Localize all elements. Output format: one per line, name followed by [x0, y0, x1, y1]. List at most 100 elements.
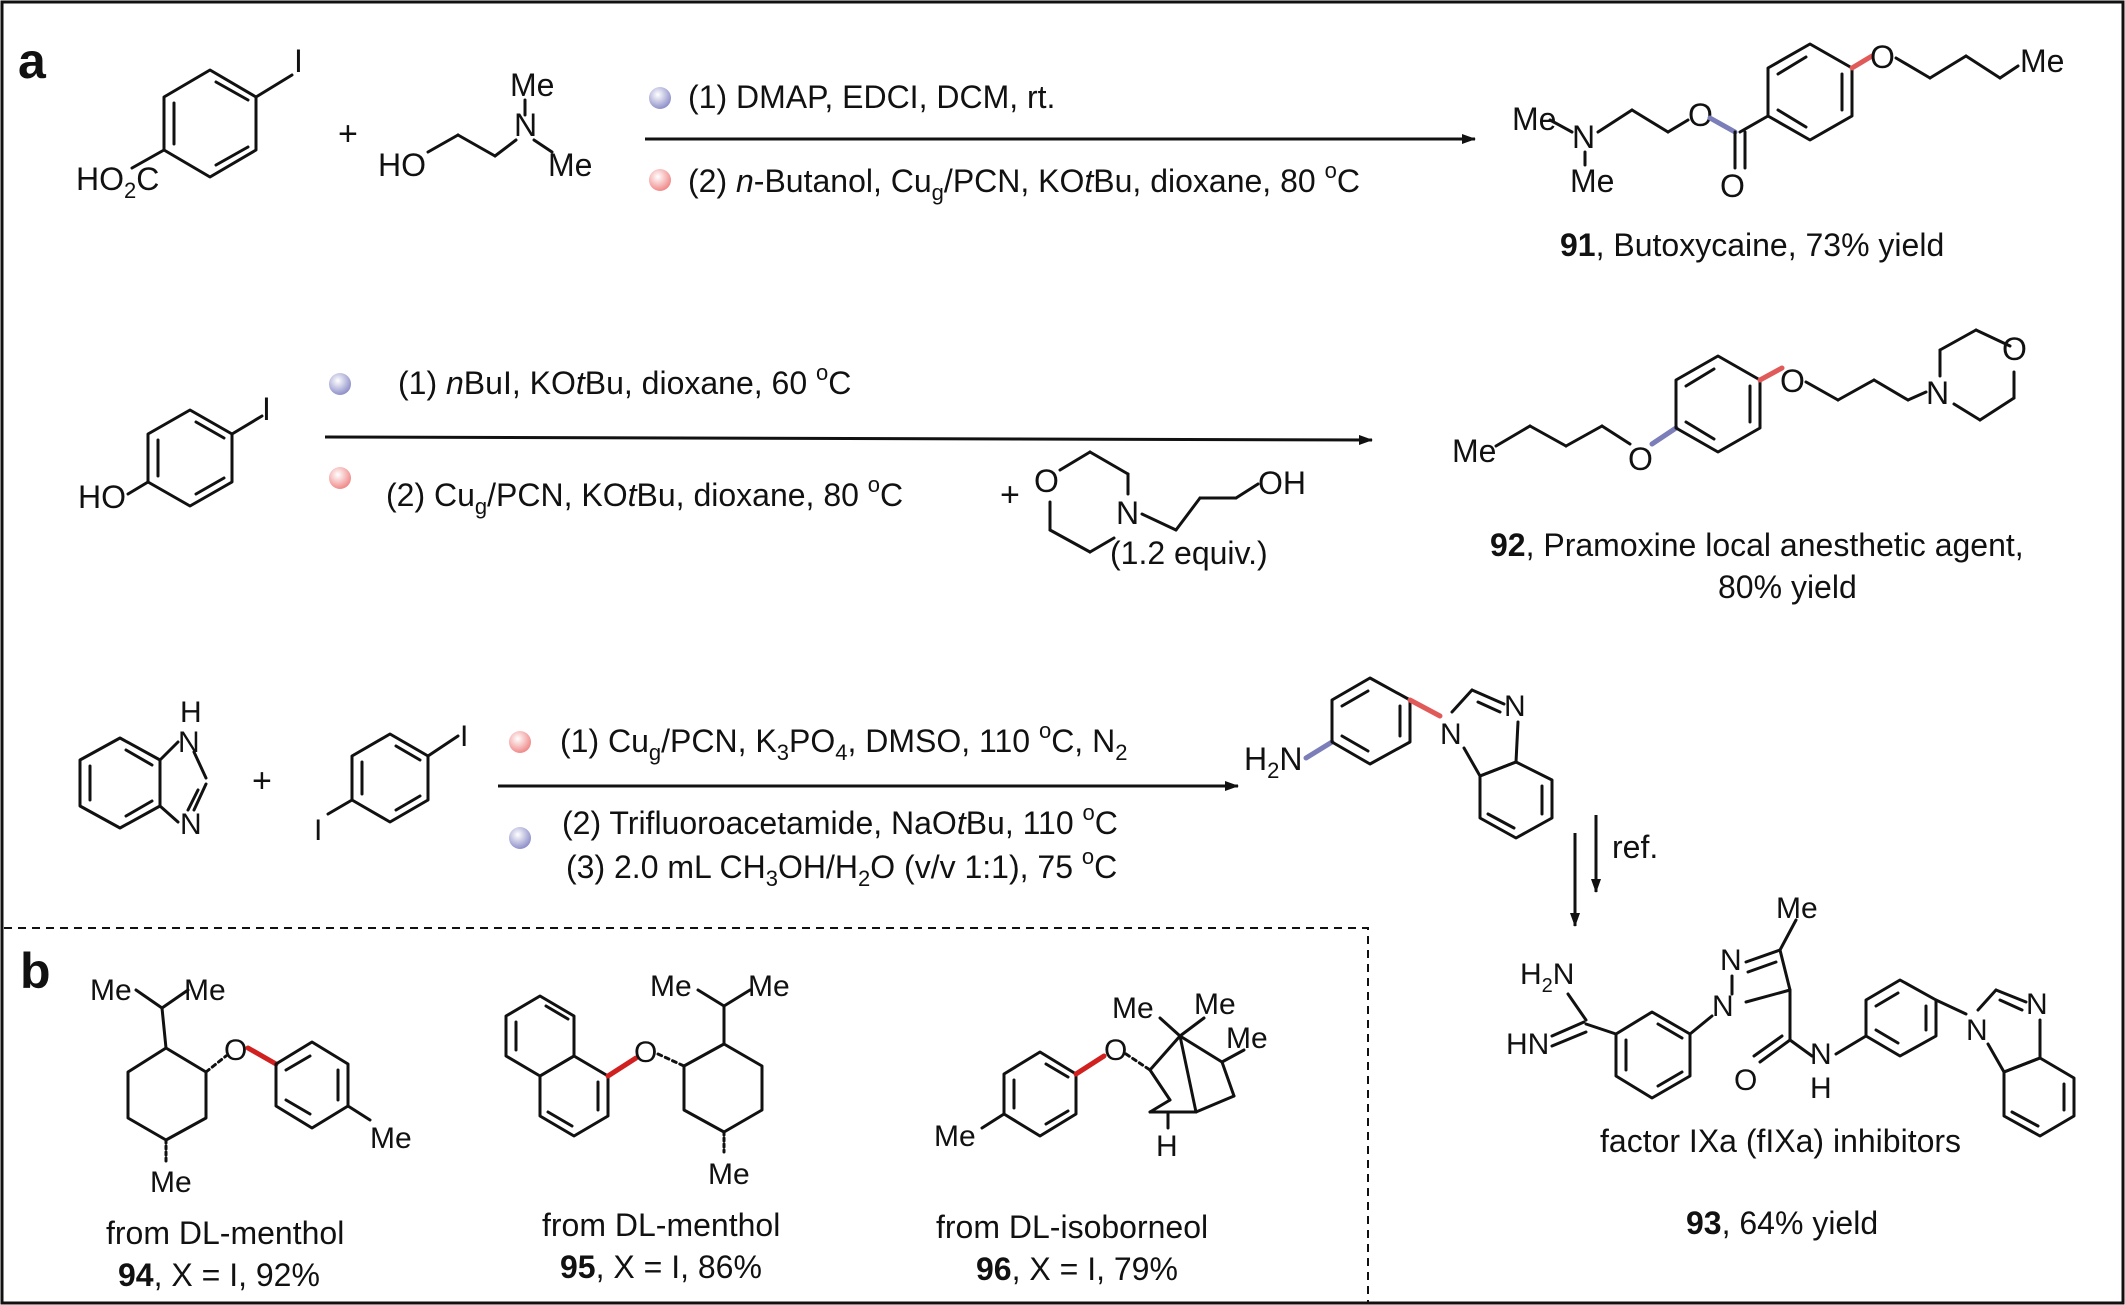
structure-pramoxine: Me O O N O — [1452, 328, 2027, 477]
atom-O: O — [1734, 1064, 1757, 1097]
scheme-3: N H N + I I (1) Cug/PCN, K3PO4, DMSO, 11… — [78, 676, 2076, 1241]
structure-morpholinopropanol: O N OH (1.2 equiv.) — [1034, 450, 1306, 571]
atom-OH: OH — [1258, 465, 1306, 501]
compound-95-caption: 95, X = I, 86% — [560, 1249, 762, 1285]
structure-compound-96: Me O Me Me Me H — [934, 988, 1268, 1163]
compound-96-source: from DL-isoborneol — [936, 1209, 1208, 1245]
atom-HN: HN — [1506, 1028, 1549, 1061]
atom-N: N — [1440, 718, 1462, 751]
condition-1: (1) DMAP, EDCI, DCM, rt. — [688, 79, 1055, 115]
structure-4-iodophenol: I HO — [78, 391, 271, 515]
atom-N: N — [1926, 375, 1949, 411]
atom-O: O — [1780, 363, 1805, 399]
product-93-caption: 93, 64% yield — [1686, 1205, 1878, 1241]
atom-N: N — [1966, 1014, 1988, 1047]
structure-4-iodobenzoic-acid: I HO2C — [76, 43, 303, 203]
plus-sign: + — [1000, 476, 1020, 514]
product-91-caption: 91, Butoxycaine, 73% yield — [1560, 227, 1944, 263]
condition-1: (1) nBuI, KOtBu, dioxane, 60 oC — [398, 360, 851, 401]
atom-N: N — [1810, 1038, 1832, 1071]
base-site-dot — [329, 373, 351, 395]
atom-Me: Me — [748, 970, 790, 1003]
atom-I: I — [460, 720, 468, 753]
cu-site-dot — [329, 467, 351, 489]
atom-N: N — [1720, 944, 1742, 977]
atom-I: I — [314, 814, 322, 847]
condition-2: (2) Trifluoroacetamide, NaOtBu, 110 oC — [562, 800, 1118, 841]
condition-3: (3) 2.0 mL CH3OH/H2O (v/v 1:1), 75 oC — [566, 844, 1117, 891]
atom-Me: Me — [548, 147, 592, 183]
structure-aminophenyl-benzimidazole: H2N N N — [1244, 676, 1554, 840]
atom-O: O — [224, 1034, 247, 1067]
atom-N: N — [1116, 495, 1139, 531]
panel-b: b Me Me O Me Me from DL-menthol 94, X = … — [4, 927, 1369, 1303]
atom-Me: Me — [510, 67, 554, 103]
acid-label: HO2C — [76, 161, 159, 203]
atom-O: O — [1034, 463, 1059, 499]
atom-N: N — [1572, 119, 1595, 155]
atom-N: N — [1712, 990, 1734, 1023]
atom-Me: Me — [934, 1120, 976, 1153]
atom-Me: Me — [184, 974, 226, 1007]
atom-O: O — [634, 1036, 657, 1069]
compound-94-caption: 94, X = I, 92% — [118, 1257, 320, 1293]
inhibitor-name: factor IXa (fIXa) inhibitors — [1600, 1123, 1961, 1159]
cu-site-dot — [509, 731, 531, 753]
plus-sign: + — [338, 115, 358, 153]
condition-1: (1) Cug/PCN, K3PO4, DMSO, 110 oC, N2 — [560, 718, 1127, 765]
scheme-2: I HO (1) nBuI, KOtBu, dioxane, 60 oC (2)… — [78, 328, 2027, 605]
structure-diiodobenzene: I I — [314, 720, 468, 847]
atom-O: O — [2002, 331, 2027, 367]
atom-Me: Me — [650, 970, 692, 1003]
amine-label: H2N — [1244, 741, 1302, 783]
structure-fixa-inhibitor: H2N HN N N Me O N H — [1506, 892, 2076, 1138]
atom-Me: Me — [370, 1122, 412, 1155]
atom-Me: Me — [1776, 892, 1818, 925]
structure-dimethylethanolamine: HO N Me Me — [378, 67, 592, 183]
atom-Me: Me — [2020, 43, 2064, 79]
amine-label: H2N — [1520, 958, 1574, 997]
compound-96-caption: 96, X = I, 79% — [976, 1251, 1178, 1287]
atom-Me: Me — [90, 974, 132, 1007]
product-92-yield: 80% yield — [1718, 569, 1857, 605]
plus-sign: + — [252, 762, 272, 800]
panel-label-a: a — [18, 33, 47, 89]
structure-compound-94: Me Me O Me Me — [90, 974, 412, 1199]
atom-H: H — [1156, 1130, 1178, 1163]
atom-H: H — [180, 696, 202, 729]
atom-N: N — [1504, 690, 1526, 723]
atom-Me: Me — [1226, 1022, 1268, 1055]
atom-HO: HO — [78, 479, 126, 515]
atom-N: N — [514, 107, 537, 143]
compound-95-source: from DL-menthol — [542, 1207, 780, 1243]
atom-Me: Me — [1452, 433, 1496, 469]
ref-label: ref. — [1612, 829, 1658, 865]
structure-benzimidazole: N H N — [78, 696, 208, 841]
atom-O: O — [1720, 168, 1745, 204]
atom-Me: Me — [1194, 988, 1236, 1021]
compound-94-source: from DL-menthol — [106, 1215, 344, 1251]
panel-b-dashed-border — [4, 927, 1369, 1303]
base-site-dot — [509, 827, 531, 849]
condition-2: (2) n-Butanol, Cug/PCN, KOtBu, dioxane, … — [688, 158, 1360, 205]
atom-O: O — [1688, 97, 1713, 133]
atom-N: N — [178, 726, 200, 759]
atom-HO: HO — [378, 147, 426, 183]
base-site-dot — [649, 87, 671, 109]
product-92-caption: 92, Pramoxine local anesthetic agent, — [1490, 527, 2024, 563]
atom-Me: Me — [150, 1166, 192, 1199]
reaction-arrow — [324, 434, 1373, 445]
equiv-label: (1.2 equiv.) — [1110, 535, 1268, 571]
atom-O: O — [1104, 1034, 1127, 1067]
atom-H: H — [1810, 1072, 1832, 1105]
atom-Me: Me — [1570, 163, 1614, 199]
atom-O: O — [1628, 441, 1653, 477]
atom-N: N — [180, 808, 202, 841]
atom-I: I — [294, 43, 303, 79]
atom-N: N — [2026, 988, 2048, 1021]
atom-O: O — [1870, 39, 1895, 75]
condition-2: (2) Cug/PCN, KOtBu, dioxane, 80 oC — [386, 472, 903, 519]
structure-compound-95: O Me Me Me — [504, 970, 790, 1191]
